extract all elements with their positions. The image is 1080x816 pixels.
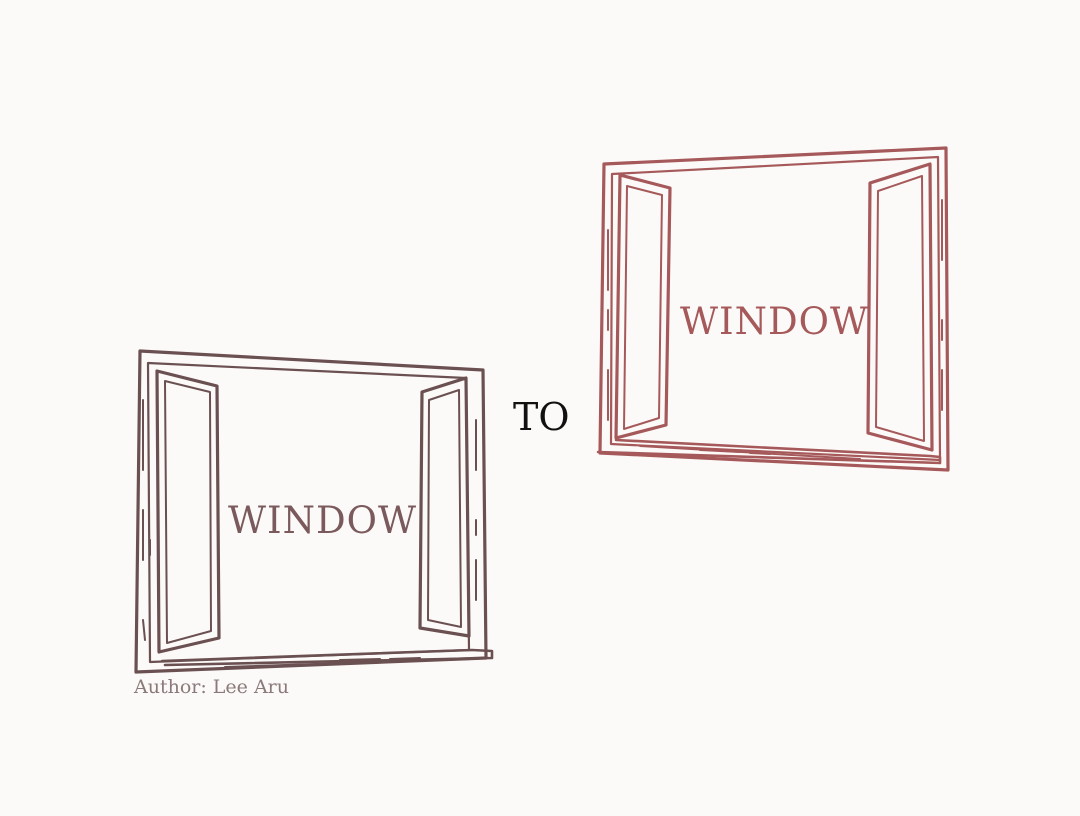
author-credit: Author: Lee Aru	[134, 676, 289, 698]
open-window-icon	[596, 146, 950, 472]
right-window-label: WINDOW	[680, 300, 870, 343]
open-window-icon	[134, 349, 494, 674]
left-window-label: WINDOW	[228, 499, 418, 542]
connector-text: TO	[513, 395, 570, 439]
